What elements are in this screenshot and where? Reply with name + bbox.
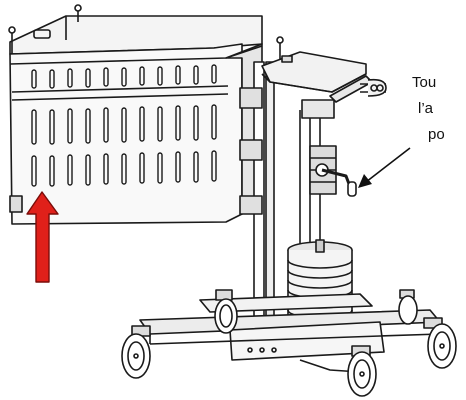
basket xyxy=(8,4,263,225)
caster-rear-right xyxy=(423,317,457,369)
caster-front-left xyxy=(121,325,151,379)
caption-line-3: po xyxy=(428,126,445,143)
up-arrow-icon xyxy=(26,191,59,283)
lift-mast xyxy=(239,61,321,333)
pointer-arrow-icon xyxy=(358,147,411,188)
caster-front-right xyxy=(347,345,377,397)
winch-crank xyxy=(301,99,357,197)
caster-rear-left xyxy=(214,289,238,334)
basket-slots-middle xyxy=(31,104,217,145)
basket-slots-lower xyxy=(31,150,217,187)
base-frame xyxy=(139,293,441,373)
caster-back-right xyxy=(398,289,418,325)
basket-slots-upper xyxy=(31,64,217,89)
top-plate xyxy=(261,36,387,103)
caption-line-1: Tou xyxy=(412,74,437,91)
caption-line-2: l’a xyxy=(418,100,434,117)
